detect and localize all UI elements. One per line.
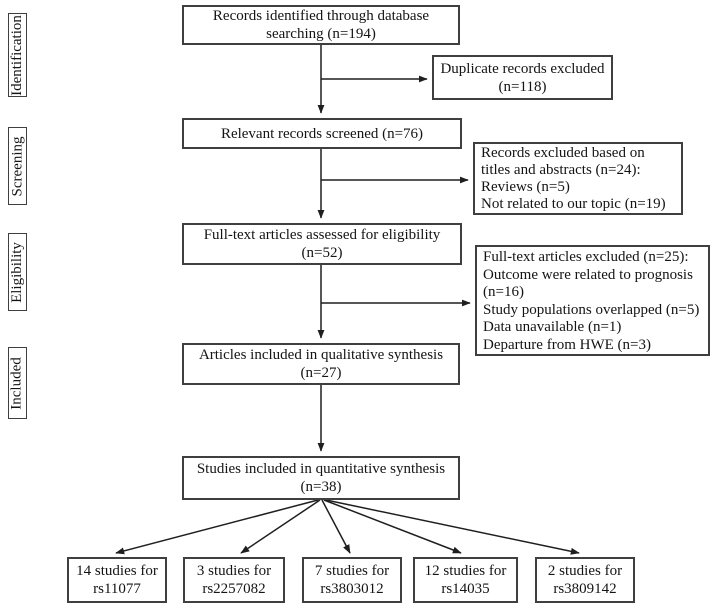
arrow-fanout-rs3809142 xyxy=(325,499,580,555)
stage-label-text: Screening xyxy=(9,136,26,196)
box-line: 3 studies for xyxy=(196,563,272,579)
box-line: Records excluded based on xyxy=(481,145,645,161)
box-line: Studies included in quantitative synthes… xyxy=(196,461,446,477)
box-rs14035: 12 studies for rs14035 xyxy=(413,557,518,603)
stage-label-included: Included xyxy=(8,347,27,419)
box-line: rs3803012 xyxy=(320,581,384,597)
box-rs3803012: 7 studies for rs3803012 xyxy=(302,557,402,603)
box-line: 14 studies for xyxy=(76,563,158,579)
box-fulltext-assessed: Full-text articles assessed for eligibil… xyxy=(182,223,462,265)
box-rs2257082: 3 studies for rs2257082 xyxy=(183,557,285,603)
box-line: Relevant records screened (n=76) xyxy=(220,125,424,142)
box-line: 7 studies for xyxy=(314,563,390,579)
box-qualitative-synthesis: Articles included in qualitative synthes… xyxy=(182,343,460,385)
box-quantitative-synthesis: Studies included in quantitative synthes… xyxy=(182,456,460,500)
box-line: (n=16) xyxy=(483,284,524,300)
box-rs11077: 14 studies for rs11077 xyxy=(67,557,167,603)
box-records-identified: Records identified through database sear… xyxy=(182,5,460,45)
box-line: (n=38) xyxy=(300,479,342,495)
stage-label-identification: Identification xyxy=(8,13,27,97)
box-rs3809142: 2 studies for rs3809142 xyxy=(535,557,635,603)
arrow-fanout-rs3803012 xyxy=(321,499,351,554)
box-line: Duplicate records excluded xyxy=(440,60,605,77)
box-line: 2 studies for xyxy=(547,563,623,579)
box-records-screened: Relevant records screened (n=76) xyxy=(182,118,462,149)
box-line: Reviews (n=5) xyxy=(481,179,570,195)
box-line: Data unavailable (n=1) xyxy=(483,319,622,335)
box-screening-excluded: Records excluded based on titles and abs… xyxy=(473,142,683,215)
stage-label-text: Identification xyxy=(9,14,25,96)
box-line: Full-text articles assessed for eligibil… xyxy=(203,227,441,243)
arrow-fanout-rs14035 xyxy=(323,499,462,554)
box-duplicates-excluded: Duplicate records excluded (n=118) xyxy=(432,55,613,100)
box-line: Not related to our topic (n=19) xyxy=(481,196,666,212)
box-line: (n=118) xyxy=(498,78,547,95)
box-line: (n=27) xyxy=(300,365,342,381)
box-line: rs3809142 xyxy=(553,581,617,597)
box-line: searching (n=194) xyxy=(266,26,376,42)
box-line: Articles included in qualitative synthes… xyxy=(198,347,444,363)
box-line: 12 studies for xyxy=(424,563,507,579)
arrow-fanout-rs2257082 xyxy=(240,499,321,554)
stage-label-eligibility: Eligibility xyxy=(8,233,27,311)
box-line: (n=52) xyxy=(301,245,343,261)
box-line: rs14035 xyxy=(441,581,490,597)
stage-label-screening: Screening xyxy=(8,127,27,205)
stage-label-text: Included xyxy=(9,356,26,410)
stage-label-text: Eligibility xyxy=(9,241,25,303)
box-line: Departure from HWE (n=3) xyxy=(483,336,651,353)
box-line: Study populations overlapped (n=5) xyxy=(483,301,700,318)
box-line: Full-text articles excluded (n=25): xyxy=(483,249,689,265)
box-line: rs2257082 xyxy=(202,581,266,597)
box-line: titles and abstracts (n=24): xyxy=(481,162,641,178)
arrow-fanout-rs11077 xyxy=(115,499,319,555)
box-line: rs11077 xyxy=(93,581,141,597)
box-fulltext-excluded: Full-text articles excluded (n=25): Outc… xyxy=(475,245,710,356)
box-line: Records identified through database xyxy=(212,8,430,24)
box-line: Outcome were related to prognosis xyxy=(483,266,693,283)
